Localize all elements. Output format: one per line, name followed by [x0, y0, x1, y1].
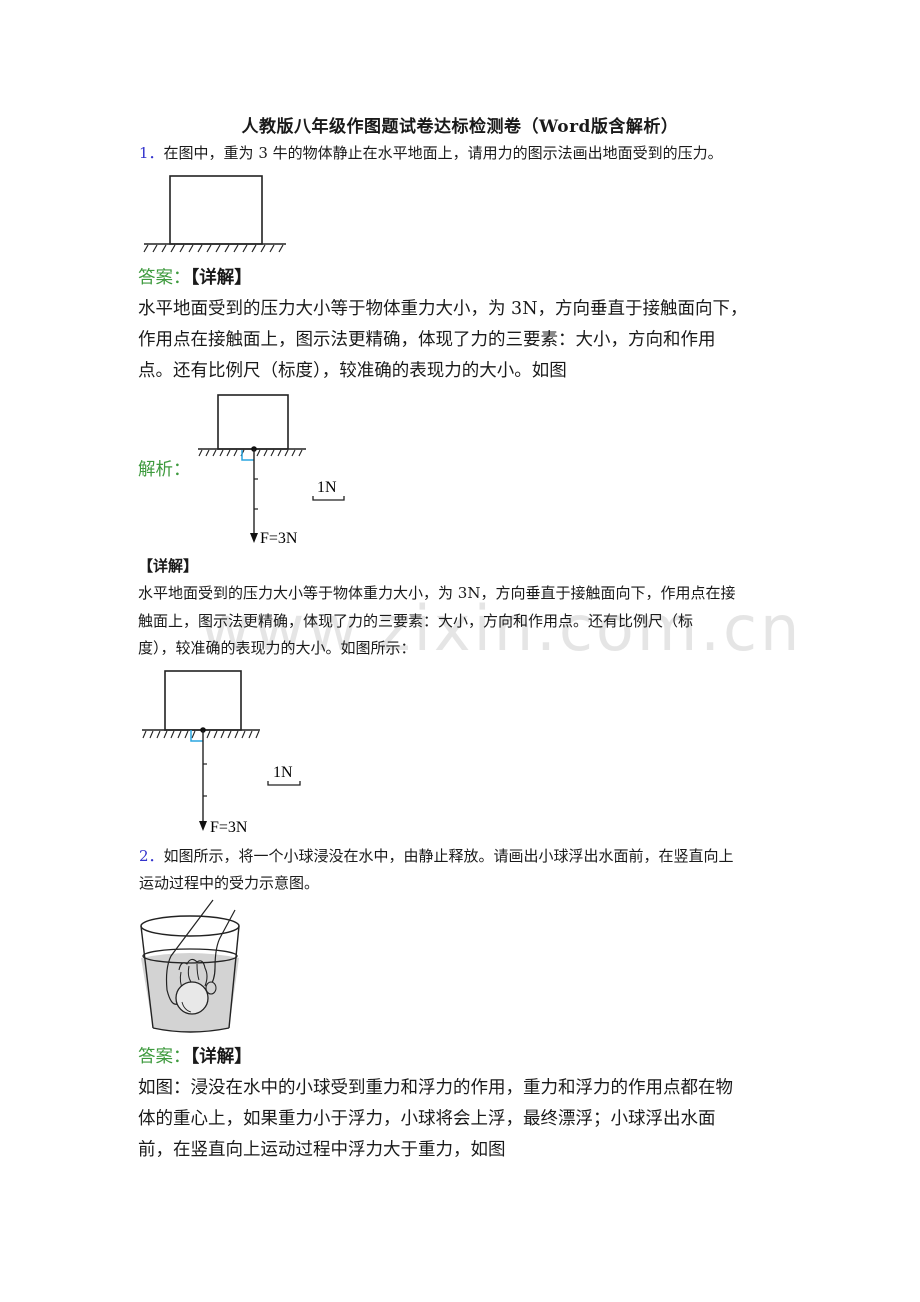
q1-force-diagram: F=3N 1N: [198, 394, 345, 547]
scale-label: 1N: [273, 764, 293, 781]
detail-label-2: 【详解】: [138, 557, 199, 575]
answer-line: 作用点在接触面上，图示法更精确，体现了力的三要素：大小，方向和作用: [138, 330, 716, 350]
force-label: F=3N: [210, 819, 248, 836]
detail-line: 触面上，图示法更精确，体现了力的三要素：大小，方向和作用点。还有比例尺（标: [138, 611, 694, 630]
analysis-label: 解析：: [138, 460, 191, 480]
question-1: 1．在图中，重为 3 牛的物体静止在水平地面上，请用力的图示法画出地面受到的压力…: [139, 140, 723, 167]
scale-bar: [312, 496, 345, 501]
ball-icon: [175, 981, 209, 1015]
scale-label: 1N: [317, 479, 337, 496]
answer-line: 如图：浸没在水中的小球受到重力和浮力的作用，重力和浮力的作用点都在物: [138, 1078, 733, 1098]
arrow-down-icon: [199, 821, 207, 831]
answer-line: 前，在竖直向上运动过程中浮力大于重力，如图: [138, 1140, 506, 1160]
right-angle-icon: [190, 730, 203, 742]
q1-answer-header: 答案：【详解】: [138, 263, 252, 294]
detail-label: 【详解】: [190, 268, 252, 288]
detail-line: 度），较准确的表现力的大小。如图所示：: [138, 639, 416, 657]
page-title: 人教版八年级作图题试卷达标检测卷（Word版含解析）: [241, 117, 679, 137]
arrow-down-icon: [250, 533, 258, 543]
answer-line: 水平地面受到的压力大小等于物体重力大小，为 3N，方向垂直于接触面向下，: [138, 299, 748, 319]
answer-label: 答案：: [138, 268, 191, 288]
detail-line: 水平地面受到的压力大小等于物体重力大小，为 3N，方向垂直于接触面向下，作用点在…: [138, 584, 736, 602]
q2-cup-figure: [140, 899, 240, 1033]
q1-detail-body: 水平地面受到的压力大小等于物体重力大小，为 3N，方向垂直于接触面向下，作用点在…: [138, 580, 798, 663]
question-text: 运动过程中的受力示意图。: [139, 874, 320, 892]
question-text: 如图所示，将一个小球浸没在水中，由静止释放。请画出小球浮出水面前，在竖直向上: [163, 847, 734, 865]
q2-answer-body: 如图：浸没在水中的小球受到重力和浮力的作用，重力和浮力的作用点都在物 体的重心上…: [138, 1073, 788, 1166]
q1-block-figure: [143, 175, 286, 253]
question-number: 2．: [139, 847, 164, 865]
question-text: 在图中，重为 3 牛的物体静止在水平地面上，请用力的图示法画出地面受到的压力。: [163, 144, 723, 162]
answer-line: 体的重心上，如果重力小于浮力，小球将会上浮，最终漂浮；小球浮出水面: [138, 1109, 716, 1129]
answer-line: 点。还有比例尺（标度），较准确的表现力的大小。如图: [138, 361, 567, 381]
question-2: 2．如图所示，将一个小球浸没在水中，由静止释放。请画出小球浮出水面前，在竖直向上…: [139, 843, 799, 897]
q1-answer-body: 水平地面受到的压力大小等于物体重力大小，为 3N，方向垂直于接触面向下， 作用点…: [138, 294, 788, 387]
force-label: F=3N: [260, 530, 298, 547]
q1-force-diagram-2: F=3N 1N: [142, 670, 301, 836]
q2-answer-header: 答案：【详解】: [138, 1042, 252, 1073]
scale-bar: [267, 781, 301, 786]
question-number: 1．: [139, 144, 164, 162]
right-angle-icon: [241, 450, 254, 461]
detail-label: 【详解】: [190, 1047, 252, 1067]
answer-label: 答案：: [138, 1047, 191, 1067]
